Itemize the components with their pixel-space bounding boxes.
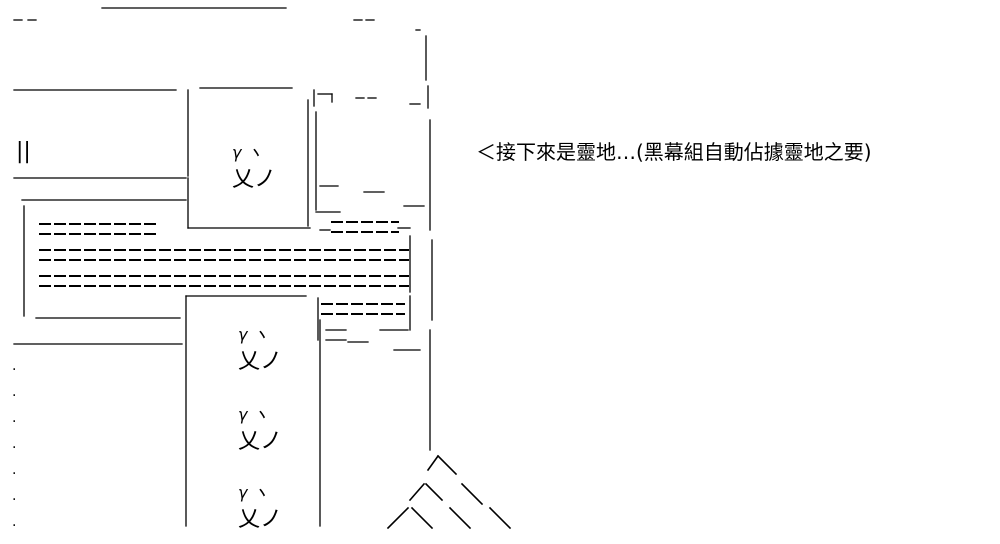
tile-top-glyph: γ ヽ: [238, 325, 269, 344]
tile-bottom-glyph: 乂ノ: [238, 349, 282, 374]
tile-3: γ ヽ 乂ノ: [238, 405, 282, 454]
lower-rows: [13, 295, 421, 527]
dot-mark: .: [12, 514, 16, 530]
top-dashes: [13, 7, 421, 31]
double-bar-mark: ||: [16, 139, 31, 164]
dot-mark: .: [12, 358, 16, 374]
dot-mark: .: [12, 462, 16, 478]
dot-mark: .: [12, 410, 16, 426]
upper-rows: [13, 87, 311, 229]
tile-2: γ ヽ 乂ノ: [238, 325, 282, 374]
dash-band: [39, 221, 409, 315]
tile-bottom-glyph: 乂ノ: [238, 429, 282, 454]
tile-1: γ ヽ 乂ノ: [232, 143, 276, 192]
tile-top-glyph: γ ヽ: [238, 483, 269, 502]
dot-mark: .: [12, 488, 16, 504]
upper-building: [307, 89, 385, 231]
right-tower: [403, 35, 433, 451]
tile-bottom-glyph: 乂ノ: [232, 167, 276, 192]
roof-peaks: [386, 454, 512, 530]
dot-mark: .: [12, 384, 16, 400]
tile-top-glyph: γ ヽ: [238, 405, 269, 424]
caption-text: ＜接下來是靈地…(黑幕組自動佔據靈地之要): [476, 140, 872, 164]
tile-top-glyph: γ ヽ: [232, 143, 263, 162]
dot-column: . . . . . . .: [12, 358, 16, 530]
tile-4: γ ヽ 乂ノ: [238, 483, 282, 532]
dot-mark: .: [12, 436, 16, 452]
band-frame: [23, 205, 411, 341]
tile-bottom-glyph: 乂ノ: [238, 507, 282, 532]
